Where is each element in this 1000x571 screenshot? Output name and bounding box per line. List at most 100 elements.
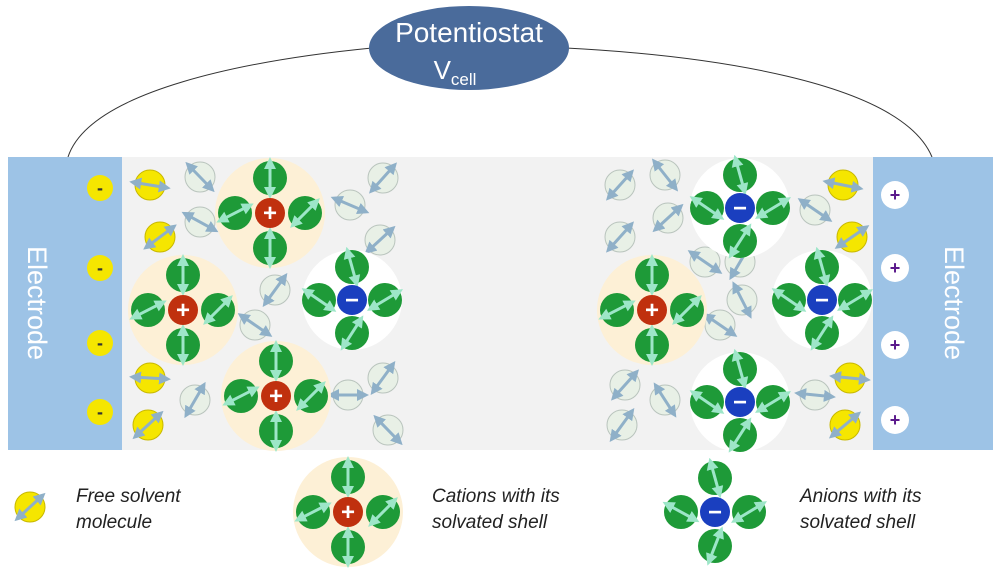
- positive-surface-charge: +: [881, 331, 909, 359]
- dipole-arrow: [609, 408, 635, 442]
- dipole-arrow: [129, 177, 171, 193]
- minus-sign: -: [97, 178, 103, 198]
- dipole-arrow: [262, 273, 288, 307]
- negative-surface-charge: -: [87, 255, 113, 281]
- dipole-arrow: [185, 161, 215, 193]
- anion-core: [807, 285, 837, 315]
- minus-sign: -: [97, 258, 103, 278]
- minus-sign: -: [97, 333, 103, 353]
- dipole-arrow: [652, 203, 684, 233]
- positive-surface-charge: +: [881, 254, 909, 282]
- free-solvent-molecule: [237, 309, 273, 341]
- dipole-arrow: [132, 410, 164, 440]
- solvated-anion: −: [689, 154, 791, 259]
- dipole-arrow: [829, 371, 871, 385]
- free-solvent-molecule: [604, 169, 636, 201]
- free-solvent-molecule: [604, 221, 636, 253]
- cation-core: [637, 295, 667, 325]
- free-solvent-molecule: [652, 202, 684, 234]
- dipole-arrow: [611, 369, 639, 401]
- dipole-arrow: [771, 288, 807, 312]
- minus-sign: -: [97, 402, 103, 422]
- wire-left: [67, 47, 373, 158]
- anion-symbol: −: [733, 389, 747, 416]
- charge-circle: [881, 331, 909, 359]
- anion-symbol: −: [345, 287, 359, 314]
- dipole-arrow: [822, 177, 864, 193]
- legend-line: solvated shell: [432, 512, 548, 533]
- positive-surface-charge: +: [881, 406, 909, 434]
- cation-symbol: +: [176, 297, 190, 324]
- free-solvent-molecule: [702, 309, 738, 341]
- adsorbed-solvent-molecule: [834, 221, 870, 253]
- dipole-arrow: [203, 295, 233, 325]
- dipole-arrow: [296, 381, 326, 411]
- dipole-arrow: [706, 526, 724, 566]
- dipole-arrow: [181, 211, 219, 233]
- free-solvent-molecule: [687, 246, 723, 278]
- negative-surface-charge: -: [87, 175, 113, 201]
- solvated-anion: −: [301, 246, 403, 351]
- cation-core: [168, 295, 198, 325]
- dipole-arrow: [143, 224, 177, 250]
- electrode-left-label: Electrode: [22, 246, 52, 360]
- charge-circle: [881, 181, 909, 209]
- dipole-arrow: [367, 289, 403, 311]
- free-solvent-molecule: [372, 414, 404, 446]
- cation-symbol: +: [645, 297, 659, 324]
- dipole-arrow: [129, 300, 167, 320]
- dipole-arrow: [689, 390, 725, 414]
- potentiostat-ellipse: [369, 6, 569, 90]
- dipole-arrow: [14, 492, 46, 522]
- charge-circle: [87, 255, 113, 281]
- charge-circle: [87, 330, 113, 356]
- dipole-arrow: [672, 295, 702, 325]
- dipole-arrow: [837, 289, 873, 311]
- free-solvent-molecule: [609, 369, 641, 401]
- negative-surface-charge: -: [87, 330, 113, 356]
- cation-symbol: +: [341, 499, 355, 526]
- dipole-arrow: [373, 414, 403, 446]
- free-solvent-molecule: [184, 161, 216, 193]
- free-solvent-molecule: [330, 189, 370, 221]
- free-solvent-molecule: [367, 361, 399, 395]
- solvated-cation: +: [128, 254, 238, 366]
- solvated-anion: −: [689, 348, 791, 453]
- dipole-arrow: [689, 196, 725, 220]
- free-solvent-molecule: [327, 379, 369, 411]
- dipole-arrow: [340, 315, 364, 351]
- dipole-arrow: [794, 388, 836, 402]
- legend-line: molecule: [76, 512, 153, 533]
- free-solvent-molecule: [794, 379, 836, 411]
- dipole-arrow: [728, 223, 752, 259]
- dipole-arrow: [653, 382, 677, 418]
- free-solvent-molecule: [367, 162, 399, 194]
- anion-symbol: −: [733, 195, 747, 222]
- adsorbed-solvent-molecule: [129, 362, 171, 394]
- dipole-arrow: [810, 315, 834, 351]
- free-solvent-molecule: [797, 194, 833, 226]
- adsorbed-solvent-molecule: [829, 362, 871, 394]
- dipole-arrow: [237, 313, 273, 337]
- dipole-arrow: [301, 288, 337, 312]
- plus-sign: +: [890, 258, 901, 278]
- dipole-arrow: [706, 457, 724, 499]
- dipole-arrow: [216, 203, 254, 223]
- solvated-cation: +: [293, 456, 403, 568]
- dipole-arrow: [290, 198, 320, 228]
- dipole-arrow: [687, 250, 723, 274]
- dipole-arrow: [834, 225, 870, 249]
- free-solvent-molecule: [649, 382, 681, 418]
- dipole-arrow: [222, 386, 260, 406]
- dipole-arrow: [606, 169, 634, 201]
- cation-symbol: +: [269, 383, 283, 410]
- adsorbed-solvent-molecule: [828, 409, 862, 441]
- dipole-arrow: [731, 348, 749, 390]
- adsorbed-solvent-molecule: [822, 169, 864, 201]
- charge-circle: [87, 175, 113, 201]
- dipole-arrow: [755, 391, 791, 413]
- dipole-arrow: [662, 501, 700, 523]
